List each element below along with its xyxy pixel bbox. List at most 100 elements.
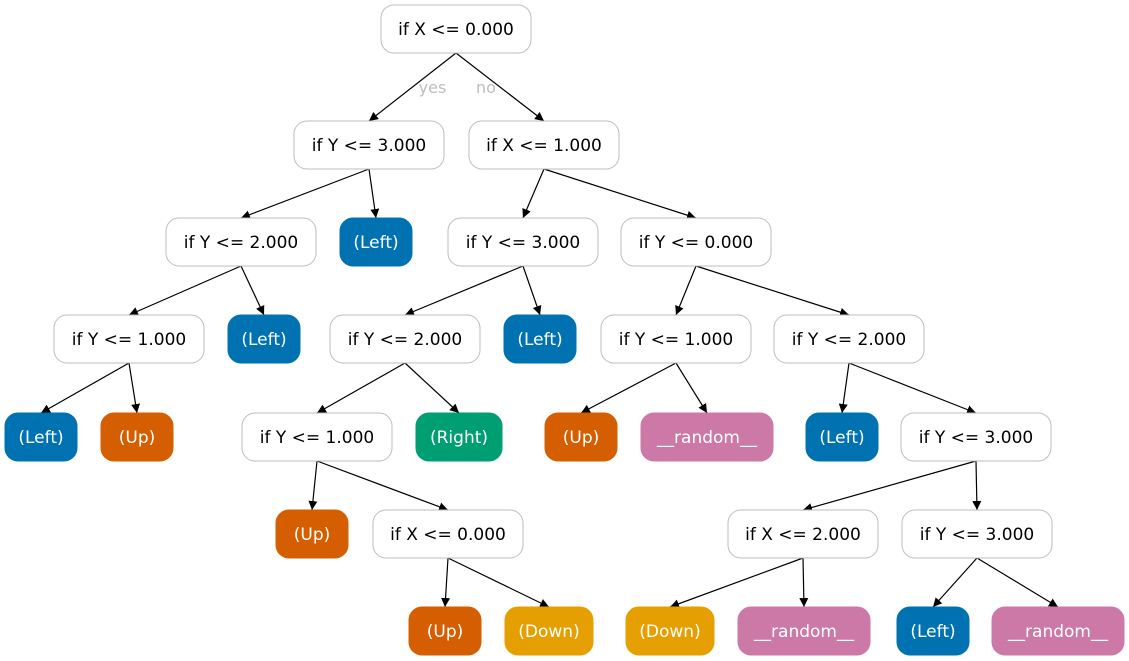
- decision-condition: if Y <= 1.000: [260, 428, 374, 448]
- leaf-label: (Up): [294, 525, 331, 545]
- decision-node: if Y <= 3.000: [293, 120, 445, 170]
- leaf-node-up: (Up): [544, 412, 618, 462]
- decision-box: [727, 509, 879, 559]
- edge-n3-n8: [240, 265, 265, 316]
- leaf-node-down: (Down): [504, 606, 594, 656]
- edge-n0-n2: [455, 52, 545, 122]
- edge-n20-n23: [802, 460, 977, 512]
- edge-n23-n27: [669, 557, 804, 609]
- leaf-box: [415, 412, 503, 462]
- decision-condition: if Y <= 2.000: [184, 233, 298, 253]
- decision-node: if X <= 2.000: [727, 509, 879, 559]
- leaf-box: [640, 412, 774, 462]
- leaf-node-left: (Left): [503, 314, 577, 364]
- edge-n12-n20: [848, 362, 977, 414]
- decision-node: if Y <= 3.000: [900, 412, 1052, 462]
- edge-n23-n28: [799, 557, 809, 608]
- leaf-box: [504, 606, 594, 656]
- decision-condition: if Y <= 3.000: [466, 233, 580, 253]
- edge-label-yes: yes: [419, 78, 447, 97]
- leaf-node-left: (Left): [896, 606, 970, 656]
- leaf-box: [503, 314, 577, 364]
- decision-condition: if Y <= 3.000: [920, 525, 1034, 545]
- leaf-box: [408, 606, 482, 656]
- leaf-node-left: (Left): [805, 412, 879, 462]
- edge-n15-n22: [316, 460, 449, 512]
- edge-n1-n4: [368, 168, 380, 219]
- leaf-label: (Left): [241, 330, 286, 350]
- decision-node: if Y <= 2.000: [773, 314, 925, 364]
- leaf-node-right: (Right): [415, 412, 503, 462]
- leaf-label: __random__: [753, 622, 854, 642]
- leaf-box: [339, 217, 413, 267]
- decision-condition: if Y <= 3.000: [919, 428, 1033, 448]
- decision-node: if Y <= 2.000: [329, 314, 481, 364]
- leaf-label: (Left): [910, 622, 955, 642]
- decision-node: if Y <= 0.000: [620, 217, 772, 267]
- edge-n7-n14: [128, 362, 141, 414]
- edge-n11-n18: [675, 362, 708, 414]
- edges: [40, 52, 1059, 609]
- edge-n12-n19: [838, 362, 850, 414]
- leaf-box: [991, 606, 1125, 656]
- leaf-box: [544, 412, 618, 462]
- leaf-node-left: (Left): [339, 217, 413, 267]
- decision-condition: if Y <= 1.000: [72, 330, 186, 350]
- leaf-label: (Down): [639, 622, 700, 642]
- decision-node: if Y <= 1.000: [600, 314, 752, 364]
- edge-n24-n29: [932, 557, 978, 608]
- edge-n22-n26: [447, 557, 550, 608]
- decision-node: if X <= 1.000: [468, 120, 620, 170]
- edge-n2-n6: [543, 168, 697, 220]
- leaf-box: [737, 606, 871, 656]
- leaf-label: (Down): [518, 622, 579, 642]
- leaf-node-left: (Left): [227, 314, 301, 364]
- leaf-node-random: __random__: [991, 606, 1125, 656]
- edge-label-no: no: [476, 78, 496, 97]
- leaf-label: __random__: [656, 428, 757, 448]
- decision-condition: if Y <= 2.000: [348, 330, 462, 350]
- decision-node: if Y <= 3.000: [901, 509, 1053, 559]
- decision-box: [380, 4, 532, 54]
- leaf-box: [625, 606, 715, 656]
- edge-n6-n12: [695, 265, 850, 317]
- leaf-label: (Right): [430, 428, 488, 448]
- leaf-box: [896, 606, 970, 656]
- leaf-node-up: (Up): [408, 606, 482, 656]
- leaf-box: [4, 412, 78, 462]
- leaf-node-down: (Down): [625, 606, 715, 656]
- edge-n15-n21: [308, 460, 318, 511]
- edge-n20-n24: [972, 460, 982, 511]
- decision-condition: if Y <= 1.000: [619, 330, 733, 350]
- edge-labels: yes no: [419, 78, 496, 97]
- decision-box: [241, 412, 393, 462]
- leaf-node-up: (Up): [100, 412, 174, 462]
- leaf-label: (Left): [819, 428, 864, 448]
- decision-box: [600, 314, 752, 364]
- decision-box: [620, 217, 772, 267]
- leaf-label: __random__: [1007, 622, 1108, 642]
- decision-node: if Y <= 1.000: [241, 412, 393, 462]
- edge-n2-n5: [522, 168, 545, 219]
- decision-box: [901, 509, 1053, 559]
- leaf-label: (Up): [563, 428, 600, 448]
- decision-condition: if X <= 0.000: [398, 20, 514, 40]
- decision-node: if X <= 0.000: [372, 509, 524, 559]
- leaf-node-random: __random__: [640, 412, 774, 462]
- decision-box: [447, 217, 599, 267]
- edge-n5-n9: [404, 265, 524, 316]
- edge-n11-n17: [580, 362, 677, 414]
- decision-box: [900, 412, 1052, 462]
- leaf-label: (Left): [517, 330, 562, 350]
- leaf-label: (Left): [353, 233, 398, 253]
- edge-n6-n11: [675, 265, 697, 316]
- decision-box: [53, 314, 205, 364]
- leaf-node-left: (Left): [4, 412, 78, 462]
- leaf-node-up: (Up): [275, 509, 349, 559]
- edge-n24-n30: [976, 557, 1059, 608]
- decision-box: [468, 120, 620, 170]
- edge-n0-n1: [368, 52, 457, 122]
